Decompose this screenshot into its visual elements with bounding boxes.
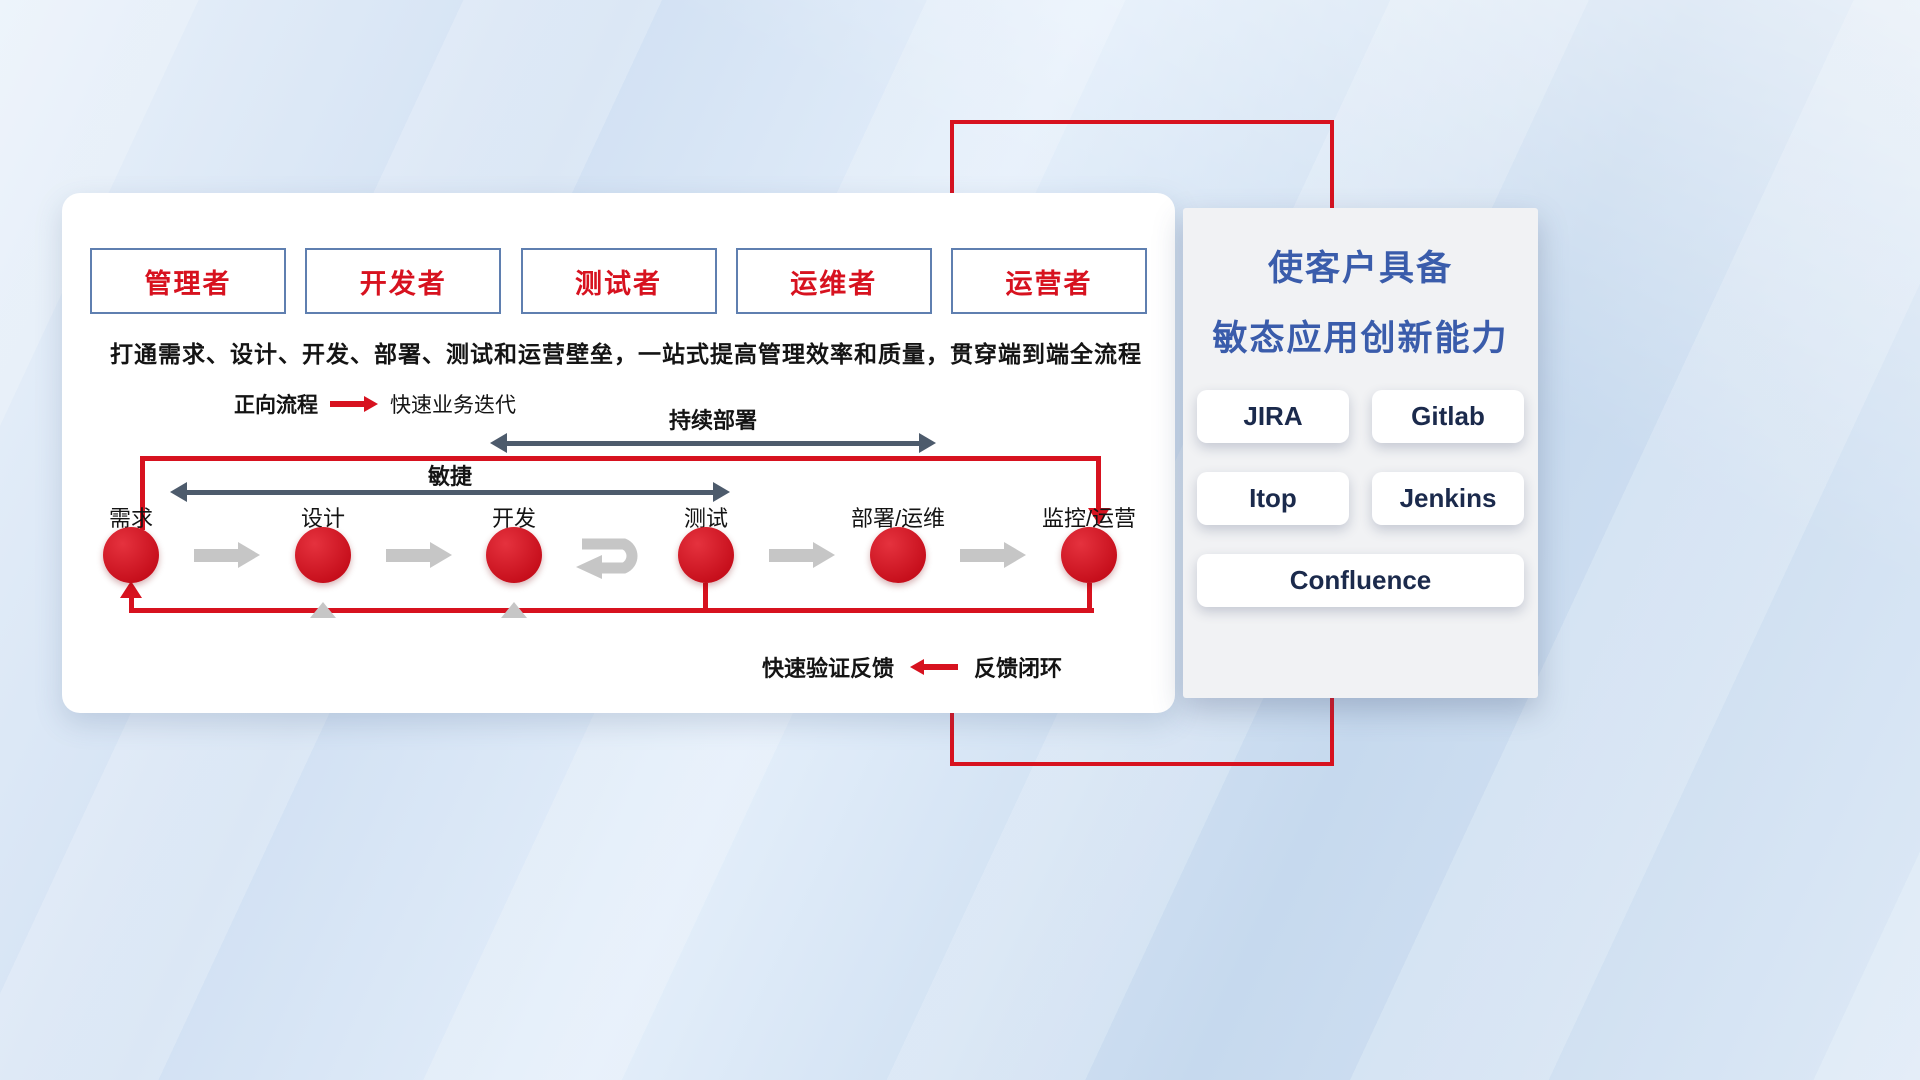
continuous-deploy-arrow-icon: [490, 433, 936, 453]
tool-gitlab: Gitlab: [1372, 390, 1524, 443]
devops-flow-card: 管理者 开发者 测试者 运维者 运营者 打通需求、设计、开发、部署、测试和运营壁…: [62, 193, 1175, 713]
forward-loop-right-line: [1096, 456, 1101, 508]
tool-itop: Itop: [1197, 472, 1349, 525]
flow-node-circle-deploy-ops: [870, 527, 926, 583]
feedback-loop-testing-line: [703, 583, 708, 610]
flow-arrow-icon: [769, 542, 835, 568]
agile-arrow-icon: [170, 482, 730, 502]
role-label: 运维者: [790, 268, 878, 299]
flow-arrow-icon: [386, 542, 452, 568]
role-box-manager: 管理者: [90, 248, 286, 314]
tools-grid: JIRA Gitlab Itop Jenkins Confluence: [1197, 390, 1524, 607]
forward-loop-top-line: [140, 456, 1101, 461]
legend-forward-flow: 正向流程 快速业务迭代: [234, 389, 516, 419]
flow-node-circle-development: [486, 527, 542, 583]
continuous-deploy-label: 持续部署: [668, 408, 757, 433]
role-box-operator: 运营者: [951, 248, 1147, 314]
feedback-up-arrow-icon: [310, 585, 336, 618]
role-label: 管理者: [144, 268, 232, 299]
node-label-development: 开发: [491, 506, 536, 531]
flow-arrow-icon: [194, 542, 260, 568]
forward-loop-left-line: [140, 456, 145, 530]
role-box-developer: 开发者: [305, 248, 502, 314]
feedback-loop-label: 反馈闭环: [974, 656, 1063, 681]
tool-jira: JIRA: [1197, 390, 1349, 443]
tool-jenkins: Jenkins: [1372, 472, 1524, 525]
flow-node-circle-design: [295, 527, 351, 583]
legend-feedback: 快速验证反馈 反馈闭环: [762, 651, 1062, 683]
panel-title-line1: 使客户具备: [1267, 249, 1453, 288]
feedback-arrow-icon: [910, 659, 959, 675]
flow-node-circle-requirements: [103, 527, 159, 583]
node-label-requirements: 需求: [108, 506, 153, 531]
role-box-tester: 测试者: [520, 248, 717, 314]
flow-node-circle-monitor-operate: [1061, 527, 1117, 583]
node-label-testing: 测试: [683, 506, 728, 531]
node-label-deploy-ops: 部署/运维: [850, 506, 946, 531]
forward-loop-down-arrowhead: [1088, 508, 1110, 525]
feedback-up-arrow-icon: [501, 585, 527, 618]
role-label: 测试者: [575, 268, 662, 299]
agile-label: 敏捷: [427, 464, 472, 489]
forward-arrow-icon: [330, 396, 378, 412]
feedback-loop-up-arrowhead: [120, 581, 142, 598]
feedback-loop-bottom-line: [129, 608, 1094, 613]
iteration-loop-icon: [576, 538, 638, 579]
flow-description: 打通需求、设计、开发、部署、测试和运营壁垒，一站式提高管理效率和质量，贯穿端到端…: [110, 341, 1142, 367]
role-box-ops: 运维者: [735, 248, 932, 314]
feedback-loop-left-stem: [129, 597, 134, 610]
tool-confluence: Confluence: [1197, 554, 1524, 607]
node-label-monitor-operate: 监控/运营: [1041, 506, 1137, 531]
legend-forward-label: 正向流程: [234, 394, 318, 417]
node-label-design: 设计: [300, 506, 345, 531]
capability-panel: 使客户具备 敏态应用创新能力 JIRA Gitlab Itop Jenkins …: [1183, 208, 1538, 698]
role-label: 开发者: [359, 268, 447, 299]
feedback-text: 快速验证反馈: [762, 656, 895, 681]
role-label: 运营者: [1005, 268, 1093, 299]
role-boxes-row: 管理者 开发者 测试者 运维者 运营者: [90, 248, 1147, 314]
flow-arrow-icon: [960, 542, 1026, 568]
legend-forward-value: 快速业务迭代: [390, 394, 516, 417]
feedback-loop-right-line: [1087, 583, 1092, 610]
panel-title-line2: 敏态应用创新能力: [1212, 319, 1509, 358]
flow-node-circle-testing: [678, 527, 734, 583]
